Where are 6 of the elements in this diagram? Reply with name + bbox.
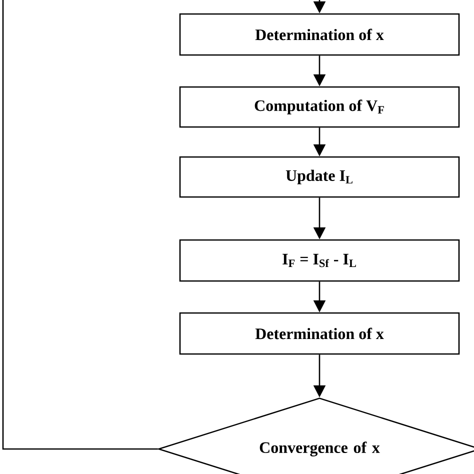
process-box: Update I$_{L}$	[179, 156, 460, 198]
process-box: Determination of x	[179, 13, 460, 56]
feedback-line	[2, 0, 158, 450]
process-box: Determination of x	[179, 312, 460, 355]
process-box: Computation of V$_{F}$	[179, 86, 460, 128]
process-box: I$_{F}$ = I$_{Sf}$ - I$_{L}$	[179, 239, 460, 282]
